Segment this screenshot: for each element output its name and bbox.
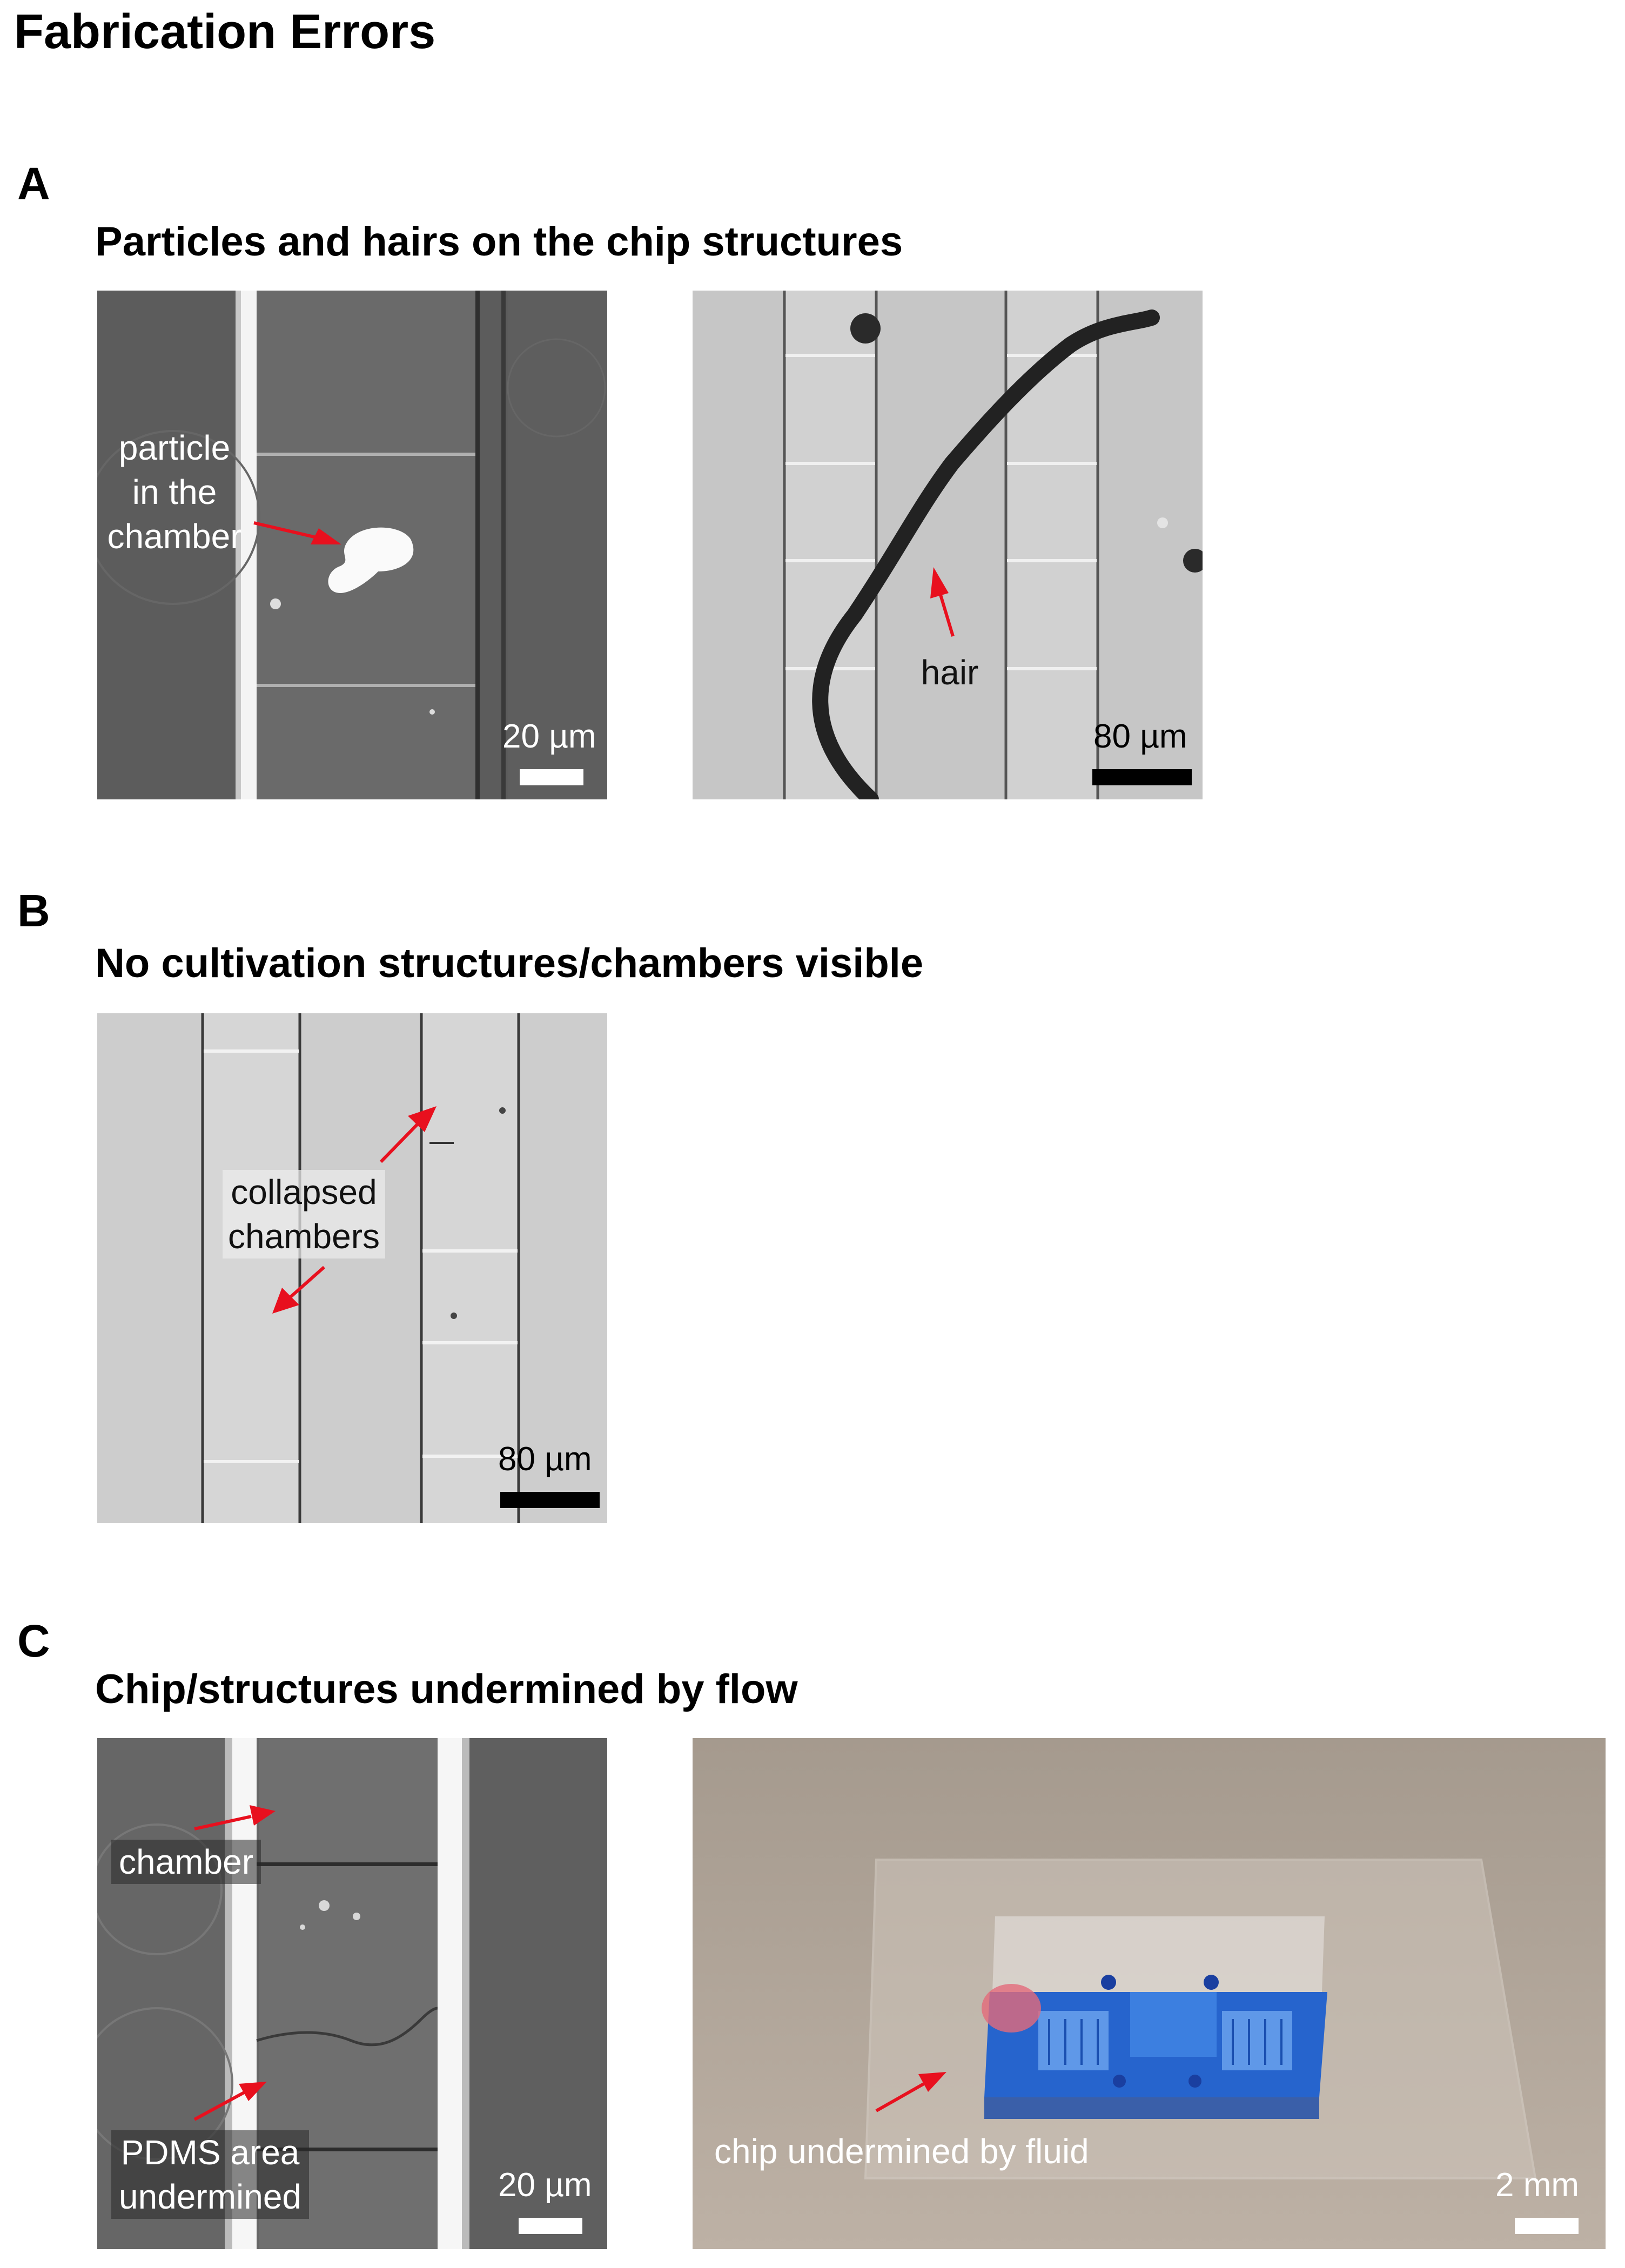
chamber-label: chamber (111, 1840, 261, 1884)
scale-label-c-right: 2 mm (1495, 2166, 1579, 2204)
panel-c-letter: C (17, 1616, 50, 1666)
chip-photo: chip undermined by fluid 2 mm (693, 1738, 1606, 2249)
scale-label-a-right: 80 µm (1093, 718, 1187, 755)
figure-title: Fabrication Errors (14, 5, 436, 59)
hair-arrow (930, 567, 955, 637)
undermined-arrows (193, 1805, 276, 2121)
hair-label: hair (921, 653, 979, 692)
scale-bar-b (500, 1492, 600, 1508)
panel-b-letter: B (17, 885, 50, 936)
panel-b-subtitle: No cultivation structures/chambers visib… (95, 940, 924, 986)
particle-label-line-1: particle (118, 428, 231, 467)
scale-label-a-left: 20 µm (502, 718, 596, 755)
undermined-micrograph: chamber PDMS area undermined 20 µm (97, 1738, 607, 2249)
pdms-label-line-1: PDMS area (120, 2133, 300, 2172)
chip-photo-drawing (693, 1738, 1606, 2249)
scale-label-c-left: 20 µm (498, 2166, 592, 2204)
particle-label-line-3: chamber (107, 517, 242, 556)
collapsed-chambers-label: collapsed chambers (223, 1170, 385, 1258)
scale-bar-c-left (519, 2218, 582, 2234)
panel-c-subtitle: Chip/structures undermined by flow (95, 1666, 798, 1712)
particle-label: particle in the chamber (102, 426, 247, 558)
hair-micrograph-drawing (693, 291, 1203, 799)
particle-arrow (253, 521, 341, 544)
particle-micrograph-drawing (97, 291, 607, 799)
panel-a-subtitle: Particles and hairs on the chip structur… (95, 219, 903, 265)
pdms-undermined-label: PDMS area undermined (111, 2130, 309, 2219)
collapsed-chambers-drawing (97, 1013, 607, 1523)
scale-bar-a-left (520, 769, 583, 785)
chip-undermined-label: chip undermined by fluid (714, 2132, 1089, 2171)
collapsed-label-line-1: collapsed (231, 1173, 377, 1212)
collapsed-label-line-2: chambers (228, 1217, 380, 1256)
panel-a-letter: A (17, 158, 50, 209)
collapsed-arrows (272, 1106, 437, 1314)
scale-bar-c-right (1515, 2218, 1579, 2234)
hair-micrograph: hair 80 µm (693, 291, 1203, 799)
scale-label-b: 80 µm (498, 1441, 592, 1478)
scale-bar-a-right (1092, 769, 1192, 785)
chip-arrow (875, 2072, 946, 2112)
particle-label-line-2: in the (132, 473, 217, 512)
pdms-label-line-2: undermined (119, 2177, 301, 2216)
collapsed-chambers-micrograph: collapsed chambers 80 µm (97, 1013, 607, 1523)
particle-micrograph: particle in the chamber 20 µm (97, 291, 607, 799)
